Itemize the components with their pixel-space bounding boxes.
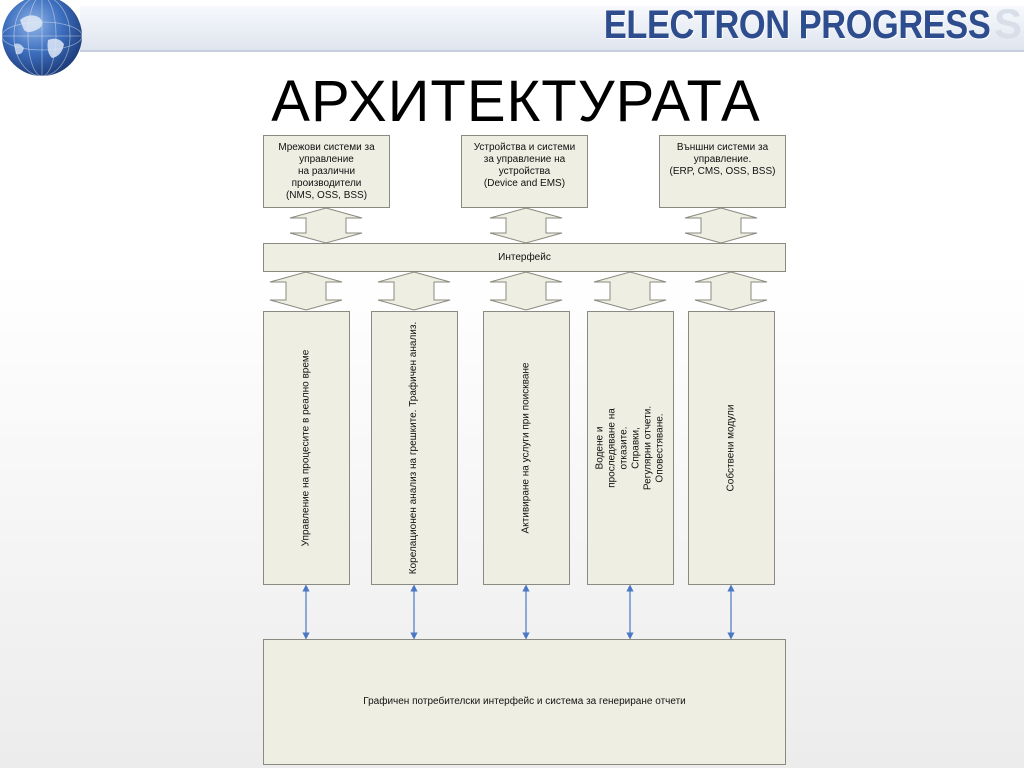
external-management-systems-box: Външни системи за управление. (ERP, CMS,…: [659, 135, 786, 208]
globe-logo-icon: [1, 0, 83, 77]
gui-reporting-system-box: Графичен потребителски интерфейс и систе…: [263, 639, 786, 765]
module-label: Управление на процесите в реално време: [300, 349, 312, 547]
double-arrow-icon: [269, 271, 343, 311]
module-realtime-process-control: Управление на процесите в реално време: [263, 311, 350, 585]
interface-bar: Интерфейс: [263, 243, 786, 272]
double-arrow-icon: [684, 207, 758, 244]
device-management-systems-box: Устройства и системи за управление на ус…: [461, 135, 588, 208]
module-label: Корелационен анализ на грешките. Трафиче…: [408, 321, 420, 575]
module-label: Водене и проследяване на отказите. Справ…: [594, 405, 666, 491]
double-arrow-icon: [377, 271, 451, 311]
module-custom-modules: Собствени модули: [688, 311, 775, 585]
page-title: АРХИТЕКТУРАТА: [271, 69, 761, 134]
header-bar: [80, 6, 1024, 52]
brand-trailing-glyph: S: [993, 0, 1022, 47]
module-service-activation: Активиране на услуги при поискване: [483, 311, 570, 585]
double-arrow-icon: [289, 207, 363, 244]
module-label: Собствени модули: [725, 404, 737, 492]
double-arrow-icon: [489, 271, 563, 311]
brand-logo-text: ELECTRON PROGRESS: [603, 3, 991, 47]
double-arrow-icon: [694, 271, 768, 311]
module-fault-correlation-analysis: Корелационен анализ на грешките. Трафиче…: [371, 311, 458, 585]
double-arrow-icon: [489, 207, 563, 244]
module-fault-tracking-reports: Водене и проследяване на отказите. Справ…: [587, 311, 674, 585]
module-label: Активиране на услуги при поискване: [520, 362, 532, 534]
double-arrow-icon: [593, 271, 667, 311]
network-management-systems-box: Мрежови системи за управление на различн…: [263, 135, 390, 208]
